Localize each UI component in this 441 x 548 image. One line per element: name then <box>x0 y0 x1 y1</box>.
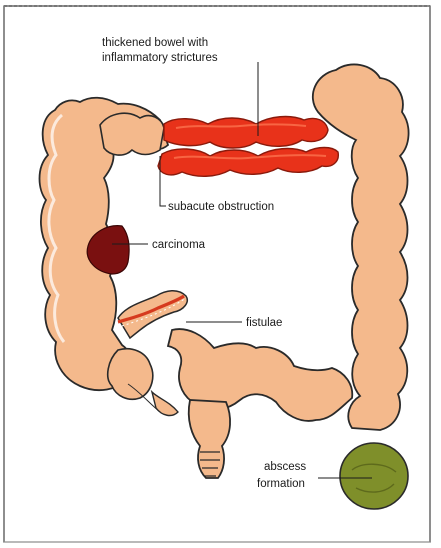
caecum <box>108 349 153 399</box>
abscess-mass <box>340 443 408 509</box>
rectum <box>189 400 230 478</box>
thickened-bowel-lower <box>158 148 338 177</box>
thickened-bowel-upper <box>164 117 328 148</box>
label-abscess-line1: abscess <box>264 461 306 473</box>
appendix <box>152 392 178 415</box>
label-thickened-line1: thickened bowel with <box>102 37 208 49</box>
label-fistulae: fistulae <box>246 317 282 329</box>
label-abscess-line2: formation <box>257 478 305 490</box>
label-carcinoma: carcinoma <box>152 239 206 251</box>
label-subacute: subacute obstruction <box>168 201 274 213</box>
label-thickened-line2: inflammatory strictures <box>102 52 218 64</box>
hepatic-flexure <box>100 113 164 155</box>
